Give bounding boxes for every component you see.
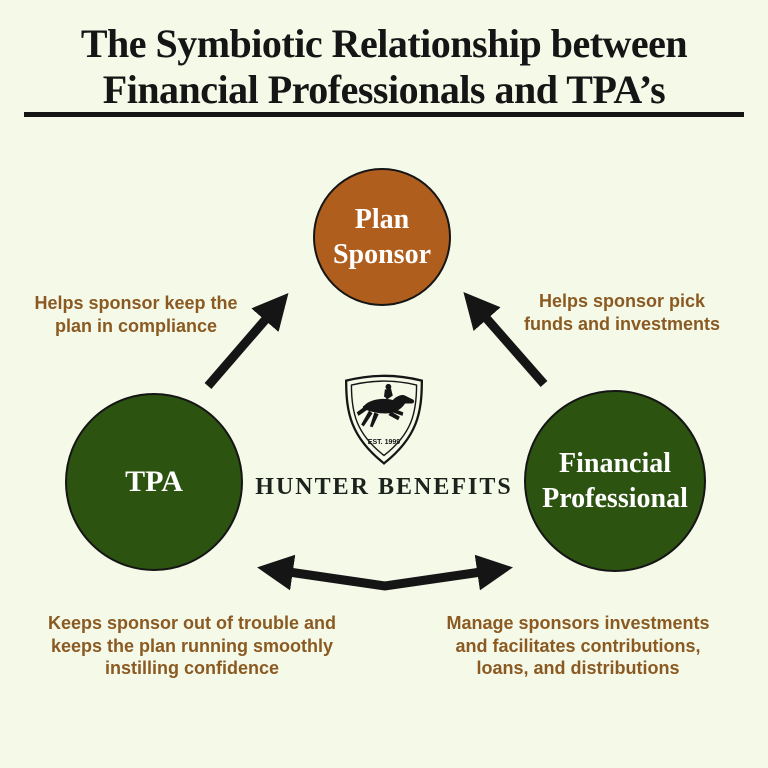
page-title-line1: The Symbiotic Relationship between <box>80 21 688 66</box>
annotation-line: Helps sponsor pick <box>538 291 706 311</box>
annotation-line: Keeps sponsor out of trouble and <box>47 613 336 633</box>
hunter-benefits-shield-logo: EST. 1999 <box>345 374 423 465</box>
node-plan-sponsor-label-line2: Sponsor <box>332 239 432 270</box>
annotation-line: Manage sponsors investments <box>446 613 710 633</box>
annotation-line: loans, and distributions <box>476 658 680 678</box>
node-financial-professional: Financial Professional <box>524 390 706 572</box>
established-year-text: EST. 1999 <box>368 439 401 446</box>
node-plan-sponsor-label-line1: Plan <box>354 204 410 235</box>
node-fp-label-line1: Financial <box>558 448 671 479</box>
shield-outline-outer <box>345 374 423 465</box>
annotation-line: instilling confidence <box>104 658 279 678</box>
hunter-benefits-wordmark: HUNTER BENEFITS <box>255 474 513 500</box>
shield-outline-inner <box>350 380 418 457</box>
node-plan-sponsor: Plan Sponsor <box>313 168 451 306</box>
annotation-line: Helps sponsor keep the <box>34 293 238 313</box>
node-tpa: TPA <box>65 393 243 571</box>
annotation-fp-to-sponsor: Helps sponsor pick funds and investments <box>500 290 744 335</box>
page-title-line2: Financial Professionals and TPA’s <box>102 67 666 112</box>
annotation-tpa-role: Keeps sponsor out of trouble and keeps t… <box>32 612 352 680</box>
annotation-fp-role: Manage sponsors investments and facilita… <box>418 612 738 680</box>
annotation-line: and facilitates contributions, <box>455 635 701 656</box>
title-underline <box>24 112 744 117</box>
annotation-line: plan in compliance <box>54 315 218 336</box>
annotation-line: keeps the plan running smoothly <box>50 635 334 656</box>
annotation-tpa-to-sponsor: Helps sponsor keep the plan in complianc… <box>16 292 256 337</box>
node-fp-label-line2: Professional <box>542 483 688 514</box>
node-tpa-label: TPA <box>125 465 183 499</box>
jumping-horse-and-rider-icon <box>356 383 415 428</box>
arrow-tpa-fp-bidirectional <box>257 554 513 591</box>
annotation-line: funds and investments <box>523 313 721 334</box>
